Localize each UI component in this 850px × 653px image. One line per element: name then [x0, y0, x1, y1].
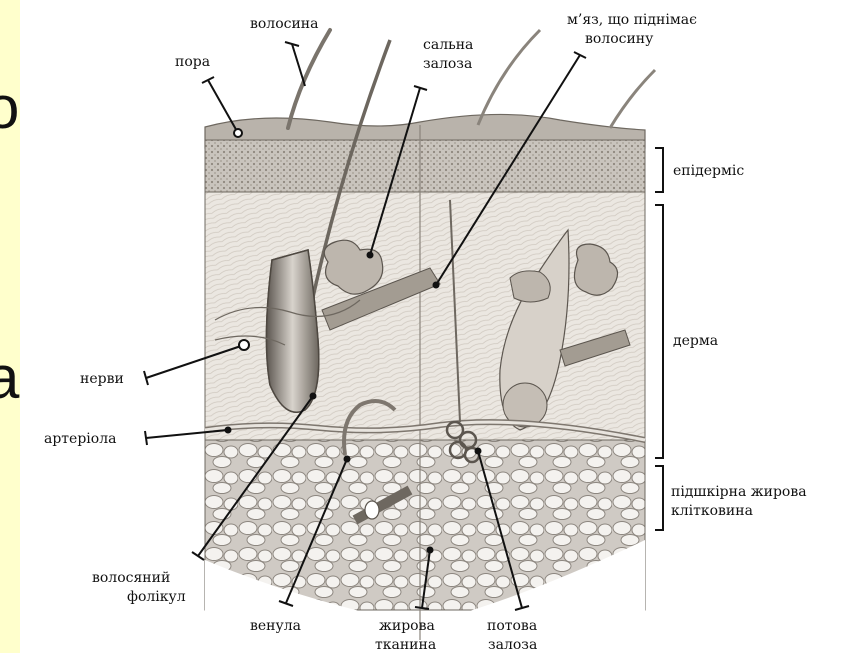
hair-follicle-shading: [266, 250, 318, 412]
leader-hair: [292, 44, 305, 86]
leader-muscle-tick: [574, 52, 586, 58]
label-follicle-line1: волосяний: [92, 570, 170, 586]
label-sebaceous-line1: сальна: [423, 37, 473, 53]
venule-marker: [344, 456, 351, 463]
region-brackets: [655, 148, 663, 530]
hair-shaft: [610, 70, 655, 128]
epidermis-bracket: [655, 148, 663, 192]
sebaceous-marker: [367, 252, 374, 259]
skin-block: [205, 30, 655, 653]
label-arteriole: артеріола: [44, 431, 116, 447]
dermis-bracket: [655, 205, 663, 458]
hair-shaft: [478, 30, 540, 125]
label-venule: венула: [250, 618, 301, 634]
label-sebaceous-line2: залоза: [423, 56, 472, 72]
label-dermis: дерма: [673, 333, 718, 349]
label-epidermis: епідерміс: [673, 163, 744, 179]
label-fat-line1: жирова: [379, 618, 435, 634]
label-muscle-line1: м’яз, що піднімає: [567, 12, 697, 28]
leader-arteriole-tick: [145, 431, 147, 445]
label-muscle-line2: волосину: [585, 31, 654, 47]
epidermis-layer: [205, 140, 645, 192]
leader-pore-tick: [202, 77, 214, 83]
leader-follicle-tick: [192, 552, 204, 560]
sweat-marker: [475, 448, 482, 455]
vessel-cut-end: [365, 501, 379, 519]
follicle-marker: [310, 393, 317, 400]
arteriole-marker: [225, 427, 232, 434]
label-pore: пора: [175, 54, 210, 70]
pore-marker: [234, 129, 242, 137]
sebaceous-gland-right: [510, 271, 550, 302]
label-hair: волосина: [250, 16, 318, 32]
hypodermis-bracket: [655, 466, 663, 530]
label-hypodermis-line2: клітковина: [671, 503, 753, 519]
nerves-marker: [239, 340, 249, 350]
label-nerves: нерви: [80, 371, 124, 387]
label-fat-line2: тканина: [375, 637, 436, 653]
label-follicle-line2: фолікул: [127, 589, 186, 605]
fat-marker: [427, 547, 434, 554]
label-sweat-line1: потова: [487, 618, 537, 634]
label-sweat-line2: залоза: [488, 637, 537, 653]
muscle-marker: [433, 282, 440, 289]
label-hypodermis-line1: підшкірна жирова: [671, 484, 807, 500]
